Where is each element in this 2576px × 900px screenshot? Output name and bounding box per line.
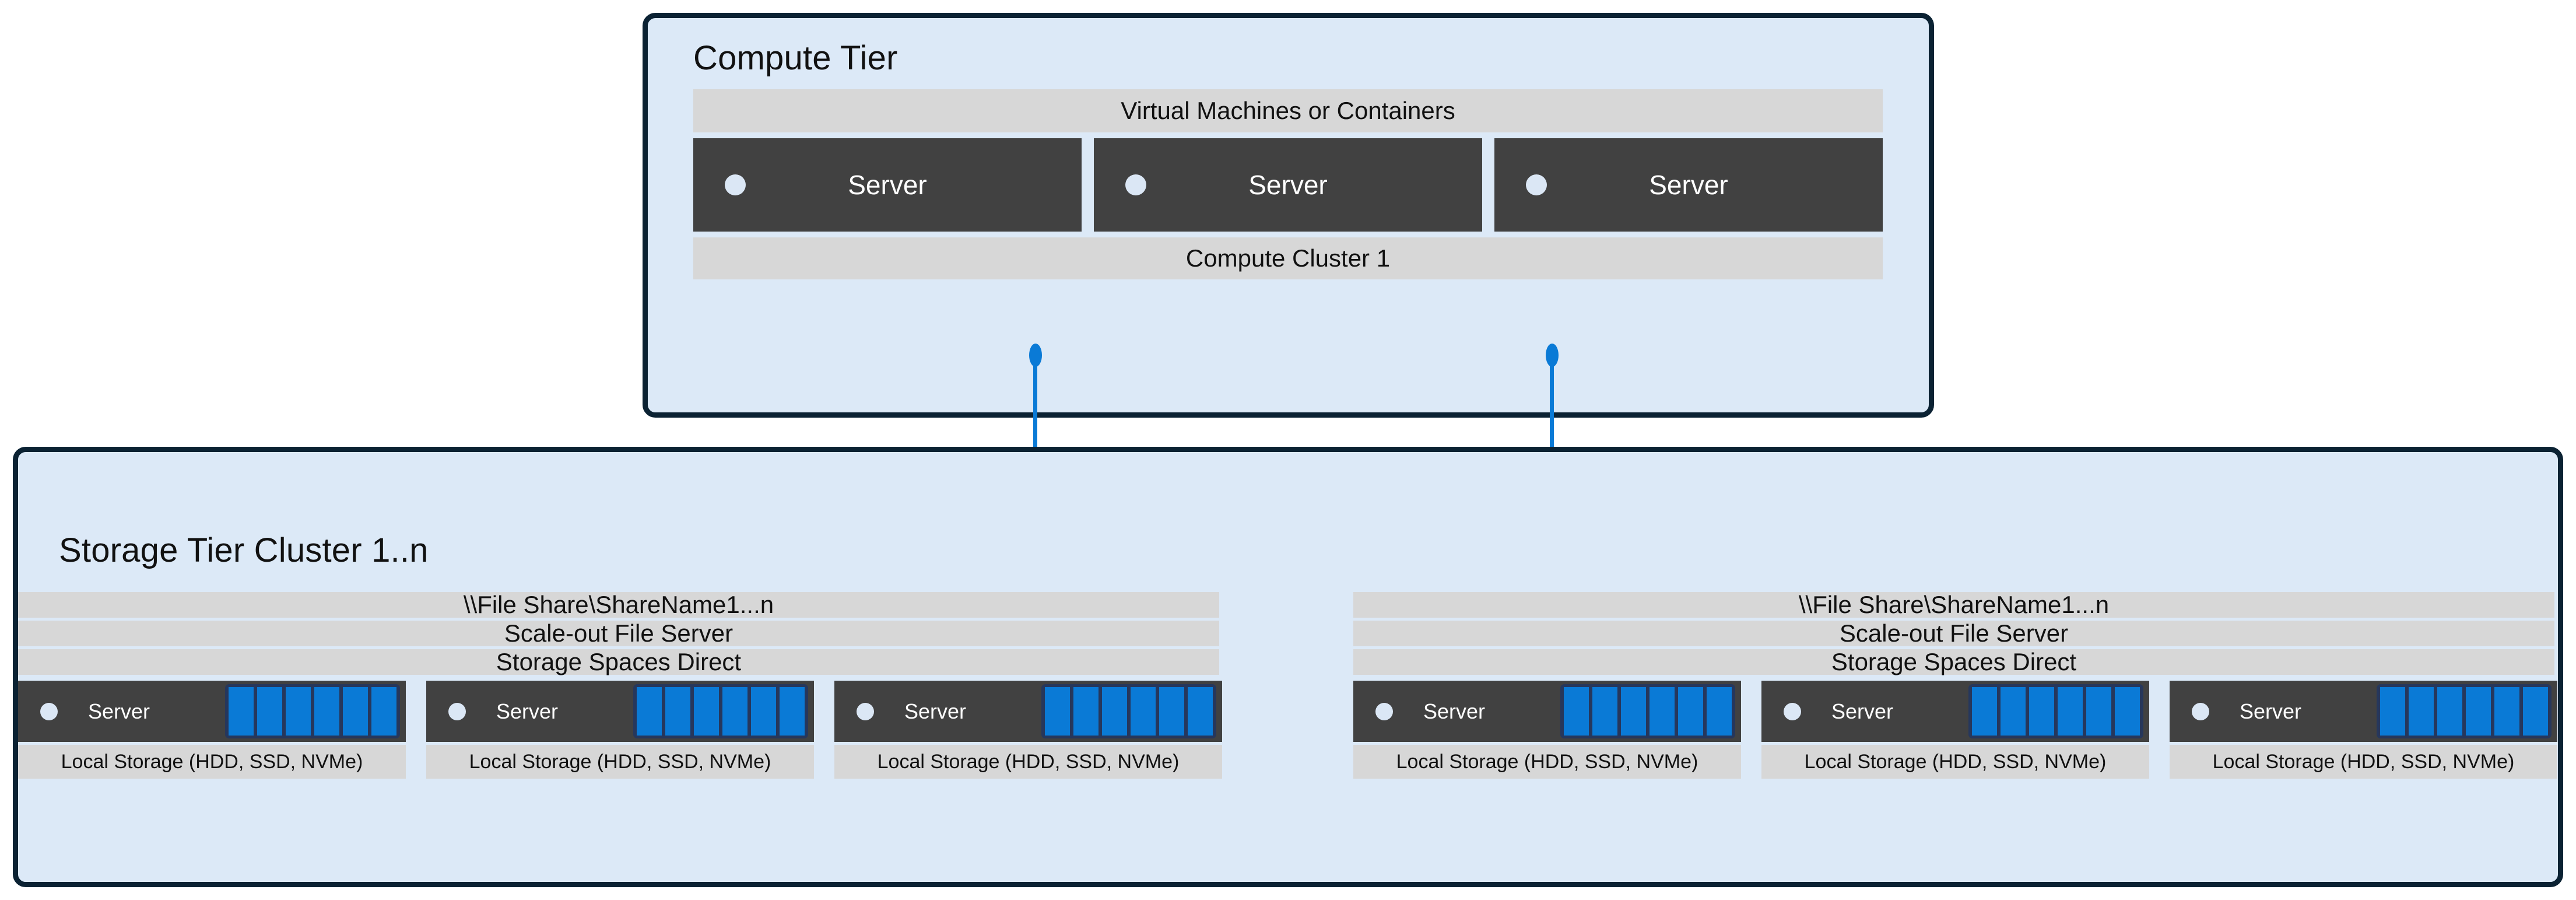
disk-icon <box>2058 687 2083 736</box>
disk-icon <box>2001 687 2026 736</box>
disk-icon <box>1188 687 1213 736</box>
compute-server-2-label: Server <box>1248 170 1328 200</box>
right-cluster-node-1[interactable]: Server <box>1353 681 1741 742</box>
disk-icon <box>1678 687 1703 736</box>
storage-tier-title: Storage Tier Cluster 1..n <box>59 531 429 569</box>
right-cluster-node-2-label: Server <box>1831 699 1894 723</box>
right-cluster-node-3[interactable]: Server <box>2170 681 2557 742</box>
compute-server-3[interactable]: Server <box>1494 138 1883 232</box>
disk-icon <box>1159 687 1184 736</box>
right-cluster-node-2[interactable]: Server <box>1761 681 2149 742</box>
disk-icon <box>2409 687 2434 736</box>
disk-icon <box>1564 687 1589 736</box>
connector-left-line <box>1033 353 1037 493</box>
status-dot-icon <box>1784 702 1801 720</box>
disk-icon <box>2115 687 2140 736</box>
left-cluster-node-1-label: Server <box>88 699 150 723</box>
right-cluster-node-2-disk-array <box>1968 684 2143 738</box>
disk-icon <box>1102 687 1127 736</box>
right-cluster-node-3-label: Server <box>2240 699 2302 723</box>
left-cluster-node-3-disk-array <box>1041 684 1216 738</box>
disk-icon <box>751 687 776 736</box>
disk-icon <box>2466 687 2491 736</box>
status-dot-icon <box>1375 702 1393 720</box>
compute-server-3-label: Server <box>1649 170 1728 200</box>
compute-server-1[interactable]: Server <box>693 138 1082 232</box>
disk-icon <box>286 687 311 736</box>
disk-icon <box>637 687 662 736</box>
compute-vm-band: Virtual Machines or Containers <box>693 89 1883 132</box>
left-cluster-fileshare-band: \\File Share\ShareName1...n <box>18 591 1219 618</box>
disk-icon <box>1073 687 1099 736</box>
disk-icon <box>257 687 282 736</box>
left-cluster-node-3-footer: Local Storage (HDD, SSD, NVMe) <box>834 745 1222 779</box>
storage-cluster-left: \\File Share\ShareName1...n Scale-out Fi… <box>18 452 1231 892</box>
status-dot-icon <box>448 702 466 720</box>
disk-icon <box>1621 687 1646 736</box>
left-cluster-node-2-disk-array <box>633 684 808 738</box>
right-cluster-node-1-disk-array <box>1560 684 1735 738</box>
right-cluster-fileshare-band: \\File Share\ShareName1...n <box>1353 591 2554 618</box>
left-cluster-sofs-band: Scale-out File Server <box>18 619 1219 647</box>
disk-icon <box>2437 687 2462 736</box>
left-cluster-node-2-footer: Local Storage (HDD, SSD, NVMe) <box>426 745 814 779</box>
compute-tier-panel: Compute Tier Virtual Machines or Contain… <box>643 13 1934 418</box>
disk-icon <box>2086 687 2111 736</box>
disk-icon <box>1972 687 1997 736</box>
disk-icon <box>314 687 339 736</box>
left-cluster-node-2[interactable]: Server <box>426 681 814 742</box>
right-cluster-node-3-disk-array <box>2377 684 2552 738</box>
right-cluster-s2d-band: Storage Spaces Direct <box>1353 648 2554 675</box>
connector-right-line <box>1550 353 1554 493</box>
disk-icon <box>665 687 690 736</box>
right-cluster-node-3-footer: Local Storage (HDD, SSD, NVMe) <box>2170 745 2557 779</box>
disk-icon <box>1650 687 1675 736</box>
status-dot-icon <box>857 702 874 720</box>
compute-cluster-band: Compute Cluster 1 <box>693 237 1883 279</box>
right-cluster-node-1-footer: Local Storage (HDD, SSD, NVMe) <box>1353 745 1741 779</box>
disk-icon <box>2380 687 2405 736</box>
compute-tier-title: Compute Tier <box>693 39 898 77</box>
status-dot-icon <box>725 174 746 195</box>
storage-cluster-right: \\File Share\ShareName1...n Scale-out Fi… <box>1353 452 2566 892</box>
compute-server-1-label: Server <box>848 170 927 200</box>
left-cluster-node-3-label: Server <box>904 699 967 723</box>
disk-icon <box>229 687 254 736</box>
disk-icon <box>1131 687 1156 736</box>
disk-icon <box>722 687 747 736</box>
disk-icon <box>780 687 805 736</box>
left-cluster-node-3[interactable]: Server <box>834 681 1222 742</box>
compute-server-2[interactable]: Server <box>1094 138 1482 232</box>
left-cluster-node-1-footer: Local Storage (HDD, SSD, NVMe) <box>18 745 406 779</box>
left-cluster-node-1[interactable]: Server <box>18 681 406 742</box>
status-dot-icon <box>1125 174 1146 195</box>
right-cluster-sofs-band: Scale-out File Server <box>1353 619 2554 647</box>
left-cluster-node-2-label: Server <box>496 699 559 723</box>
disk-icon <box>1707 687 1732 736</box>
disk-icon <box>694 687 719 736</box>
disk-icon <box>343 687 368 736</box>
status-dot-icon <box>1526 174 1547 195</box>
disk-icon <box>2029 687 2054 736</box>
left-cluster-node-1-disk-array <box>225 684 400 738</box>
disk-icon <box>1592 687 1617 736</box>
status-dot-icon <box>40 702 58 720</box>
disk-icon <box>1045 687 1070 736</box>
disk-icon <box>2523 687 2548 736</box>
right-cluster-node-1-label: Server <box>1423 699 1486 723</box>
disk-icon <box>2494 687 2519 736</box>
disk-icon <box>371 687 396 736</box>
storage-tier-panel: Storage Tier Cluster 1..n \\File Share\S… <box>13 447 2563 887</box>
right-cluster-node-2-footer: Local Storage (HDD, SSD, NVMe) <box>1761 745 2149 779</box>
left-cluster-s2d-band: Storage Spaces Direct <box>18 648 1219 675</box>
status-dot-icon <box>2192 702 2209 720</box>
